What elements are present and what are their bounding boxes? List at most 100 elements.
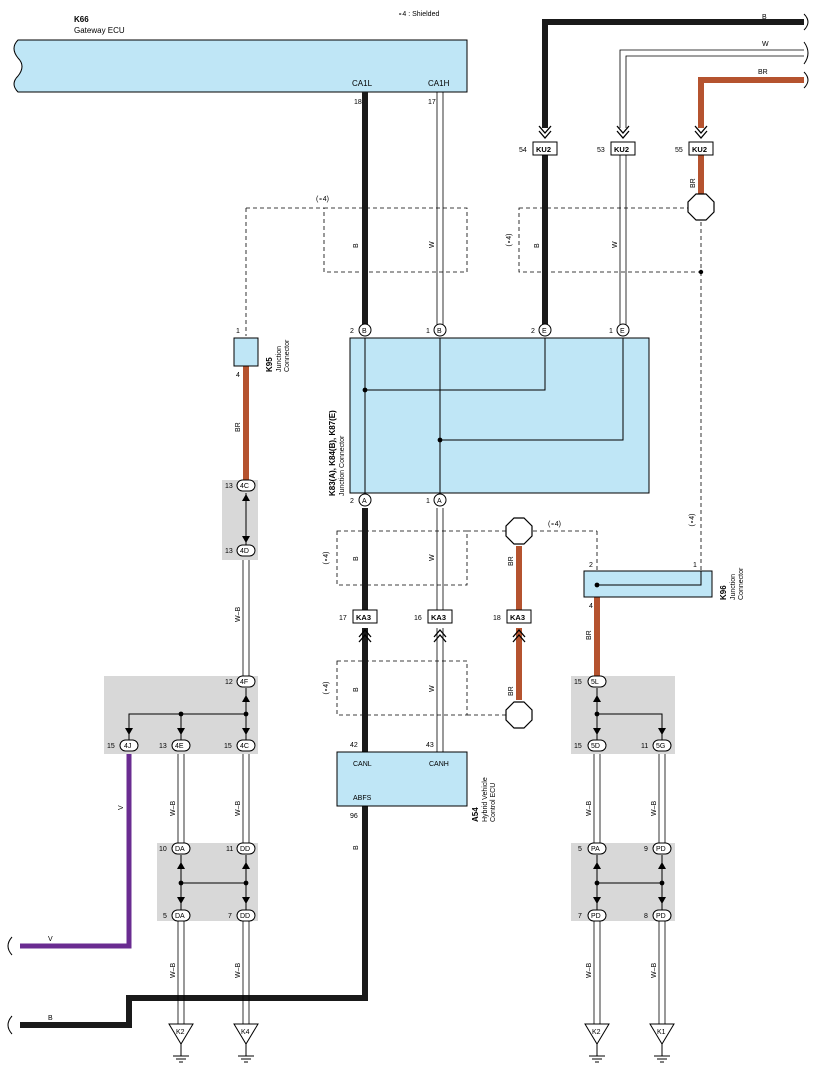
k66-id: K66 — [74, 15, 89, 24]
jb-label-5l: 5L — [591, 679, 599, 686]
k66-pin-ca1h: CA1H — [428, 79, 450, 88]
wire-end-v — [7, 936, 13, 956]
splice-dot-shield-right — [698, 269, 704, 275]
a54-pin-canl: CANL — [353, 761, 372, 768]
wire-label-wb-4e: W–B — [170, 801, 177, 817]
wire-label-br-k96: BR — [586, 630, 593, 640]
k95-name-1: Junction — [276, 346, 283, 372]
jb-pin-5g: 11 — [641, 743, 648, 750]
a54-pin-abfs: ABFS — [353, 795, 372, 802]
wire-label-w-ka3: W — [429, 685, 436, 692]
a54-pin-canh: CANH — [429, 761, 449, 768]
jb-pin-4c-top: 13 — [225, 483, 233, 490]
wire-label-w-ku2: W — [612, 241, 619, 248]
ground-k1: K1 — [657, 1029, 666, 1036]
k83-name: Junction Connector — [339, 435, 346, 496]
jb-pin-pd-top: 9 — [644, 846, 648, 853]
connector-ka3-17: KA3 — [356, 613, 371, 622]
wire-label-b-k66: B — [353, 243, 360, 248]
jb-pin-da-top: 10 — [159, 846, 167, 853]
wire-end-b-bottom — [7, 1015, 13, 1035]
ground-k4: K4 — [241, 1029, 250, 1036]
connector-pin-16: 16 — [414, 615, 422, 622]
k96-pin-1: 1 — [693, 562, 697, 569]
connector-ka3-16: KA3 — [431, 613, 446, 622]
connector-pin-54: 54 — [519, 147, 527, 154]
connector-pin-18: 18 — [493, 615, 501, 622]
shield-tag-4: (∘4) — [323, 552, 330, 565]
wire-label-br-ku2: BR — [690, 178, 697, 188]
shield-tag-6: (∘4) — [323, 682, 330, 695]
k83-id: K83(A), K84(B), K87(E) — [328, 410, 337, 496]
a54-name-1: Hybrid Vehicle — [482, 777, 489, 822]
connector-pin-53: 53 — [597, 147, 605, 154]
wire-label-b-a54: B — [353, 845, 360, 850]
shield-tag-2: (∘4) — [506, 234, 513, 247]
k95-name-2: Connector — [284, 339, 291, 372]
k66-pin-num-18: 18 — [354, 99, 362, 106]
wire-color-labels: B W BR BR B W B W BR B W BR W–B BR B W B… — [48, 14, 769, 1022]
wire-label-wb-pd-right: W–B — [651, 963, 658, 979]
inline-connectors: KU2 KU2 KU2 KA3 KA3 KA3 54 53 55 17 16 1… — [339, 125, 714, 643]
wire-label-wb-5g: W–B — [651, 801, 658, 817]
jb-label-dd-bottom: DD — [240, 913, 250, 920]
wire-label-b-ku2: B — [534, 243, 541, 248]
k96-pin-2: 2 — [589, 562, 593, 569]
k66-name: Gateway ECU — [74, 26, 125, 35]
k66-pin-ca1l: CA1L — [352, 79, 373, 88]
wire-label-b-bottom: B — [48, 1015, 53, 1022]
wire-label-br-twist-bottom: BR — [508, 686, 515, 696]
k84-pin-2: 2 — [350, 328, 354, 335]
jb-label-5d: 5D — [591, 743, 600, 750]
junction-pin-ovals — [119, 479, 672, 922]
k83-letter-a-2: A — [362, 498, 367, 505]
jb-label-4j: 4J — [124, 743, 131, 750]
wire-label-b-top: B — [762, 14, 767, 21]
wire-end-br — [803, 71, 809, 89]
connector-ka3-18: KA3 — [510, 613, 525, 622]
junction-pin-labels: 4C 13 4D 13 4F 12 4J 15 4E 13 4C 15 DA 1… — [107, 483, 666, 920]
jb-label-dd-top: DD — [240, 846, 250, 853]
k66-gateway-ecu: K66 Gateway ECU CA1L CA1H 18 17 — [13, 15, 468, 106]
k96-junction-connector: 2 1 4 K96 Junction Connector — [583, 562, 745, 610]
grounds: K2 K4 K2 K1 — [168, 1023, 675, 1063]
a54-hybrid-vehicle-control-ecu: CANL CANH ABFS 42 43 96 A54 Hybrid Vehic… — [336, 742, 497, 822]
wire-label-b-ka3: B — [353, 687, 360, 692]
wire-end-w — [803, 41, 809, 65]
shield-lines — [245, 207, 702, 716]
k87-pin-2: 2 — [531, 328, 535, 335]
wire-label-wb-4c: W–B — [235, 801, 242, 817]
jb-label-4c-bottom: 4C — [240, 743, 249, 750]
connector-ku2-55: KU2 — [692, 145, 707, 154]
a54-id: A54 — [471, 807, 480, 822]
junction-arrows — [125, 494, 666, 904]
wire-label-br-k95: BR — [235, 422, 242, 432]
a54-name-2: Control ECU — [490, 783, 497, 822]
ground-k2-right: K2 — [592, 1029, 601, 1036]
k95-pin-4: 4 — [236, 372, 240, 379]
connector-pin-55: 55 — [675, 147, 683, 154]
k87-pin-1: 1 — [609, 328, 613, 335]
wire-label-wb-4d: W–B — [235, 607, 242, 623]
wires-white — [177, 49, 804, 1024]
jb-label-pa: PA — [591, 846, 600, 853]
jb-label-pd-bottom-left: PD — [591, 913, 601, 920]
jb-pin-4c-bottom: 15 — [224, 743, 232, 750]
k66-pin-num-17: 17 — [428, 99, 436, 106]
wire-label-v-horizontal: V — [48, 936, 53, 943]
shield-tag-5: (∘4) — [689, 514, 696, 527]
wire-label-wb-5d: W–B — [586, 801, 593, 817]
shield-tag-3: (∘4) — [548, 521, 561, 528]
wire-label-w-k83: W — [429, 554, 436, 561]
jb-pin-4j: 15 — [107, 743, 115, 750]
wires-brown — [243, 77, 804, 700]
wire-label-br-top: BR — [758, 69, 768, 76]
k96-id: K96 — [719, 585, 728, 600]
wires-black — [20, 19, 804, 1028]
k83-pin-2: 2 — [350, 498, 354, 505]
jb-pin-pd-bottom-right: 8 — [644, 913, 648, 920]
wire-label-w-k66: W — [429, 241, 436, 248]
jb-label-pd-bottom-right: PD — [656, 913, 666, 920]
wire-label-w-top: W — [762, 41, 769, 48]
